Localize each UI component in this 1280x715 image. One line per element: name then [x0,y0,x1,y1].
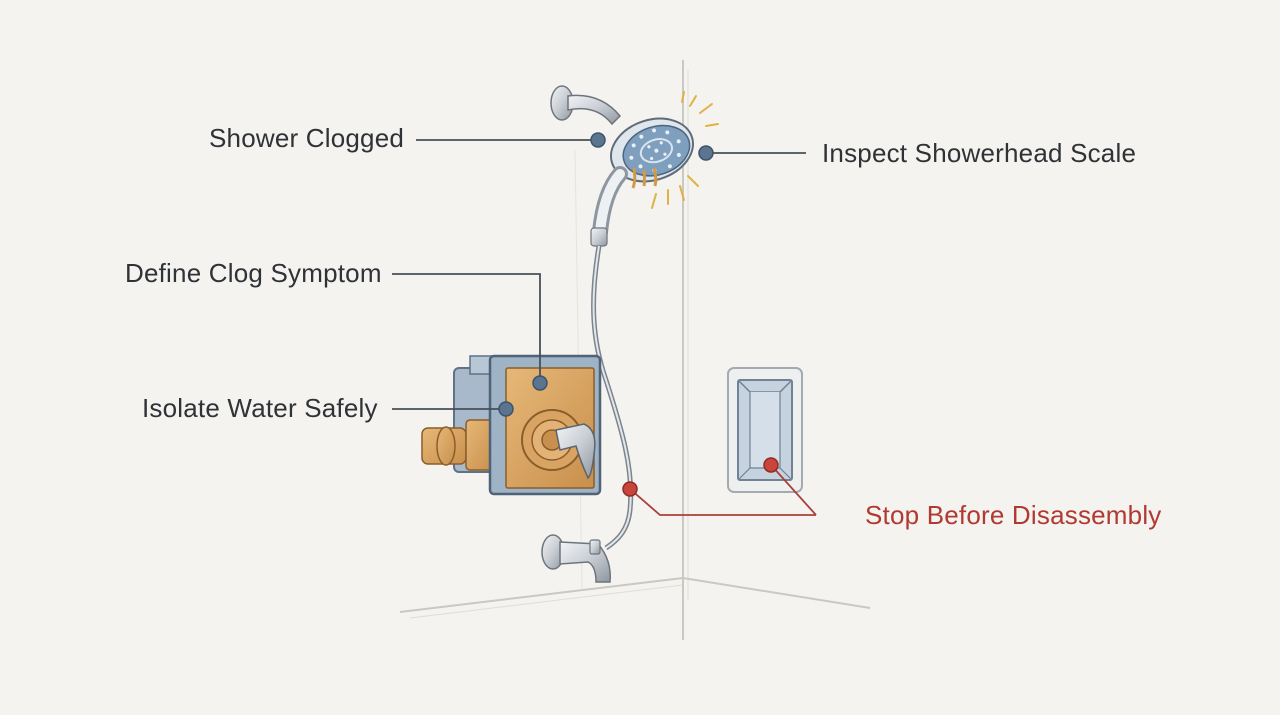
leader-stop-valve [629,488,816,516]
leader-stop-niche [770,464,817,516]
shower-arm [550,85,622,126]
tub-spout-icon [541,534,611,583]
showerhead-icon [609,91,719,209]
leader-define-symptom [392,273,541,382]
callout-inspect-showerhead-scale: Inspect Showerhead Scale [822,138,1137,168]
marker-dot-stop-hose [622,481,638,497]
shower-valve-icon [421,354,602,496]
callout-isolate-water-safely: Isolate Water Safely [142,393,378,423]
marker-dot-inspect-scale [698,145,714,161]
marker-dots [498,132,779,497]
marker-dot-shower-clogged [590,132,606,148]
leader-lines [392,139,817,516]
wall-niche-icon [727,367,803,493]
hand-shower-icon [590,166,634,551]
marker-dot-define-symptom [532,375,548,391]
callout-shower-clogged: Shower Clogged [209,123,405,153]
marker-dot-stop-niche [763,457,779,473]
callout-stop-before-disassembly: Stop Before Disassembly [865,500,1162,530]
callout-define-clog-symptom: Define Clog Symptom [125,258,382,288]
marker-dot-isolate-water [498,401,514,417]
